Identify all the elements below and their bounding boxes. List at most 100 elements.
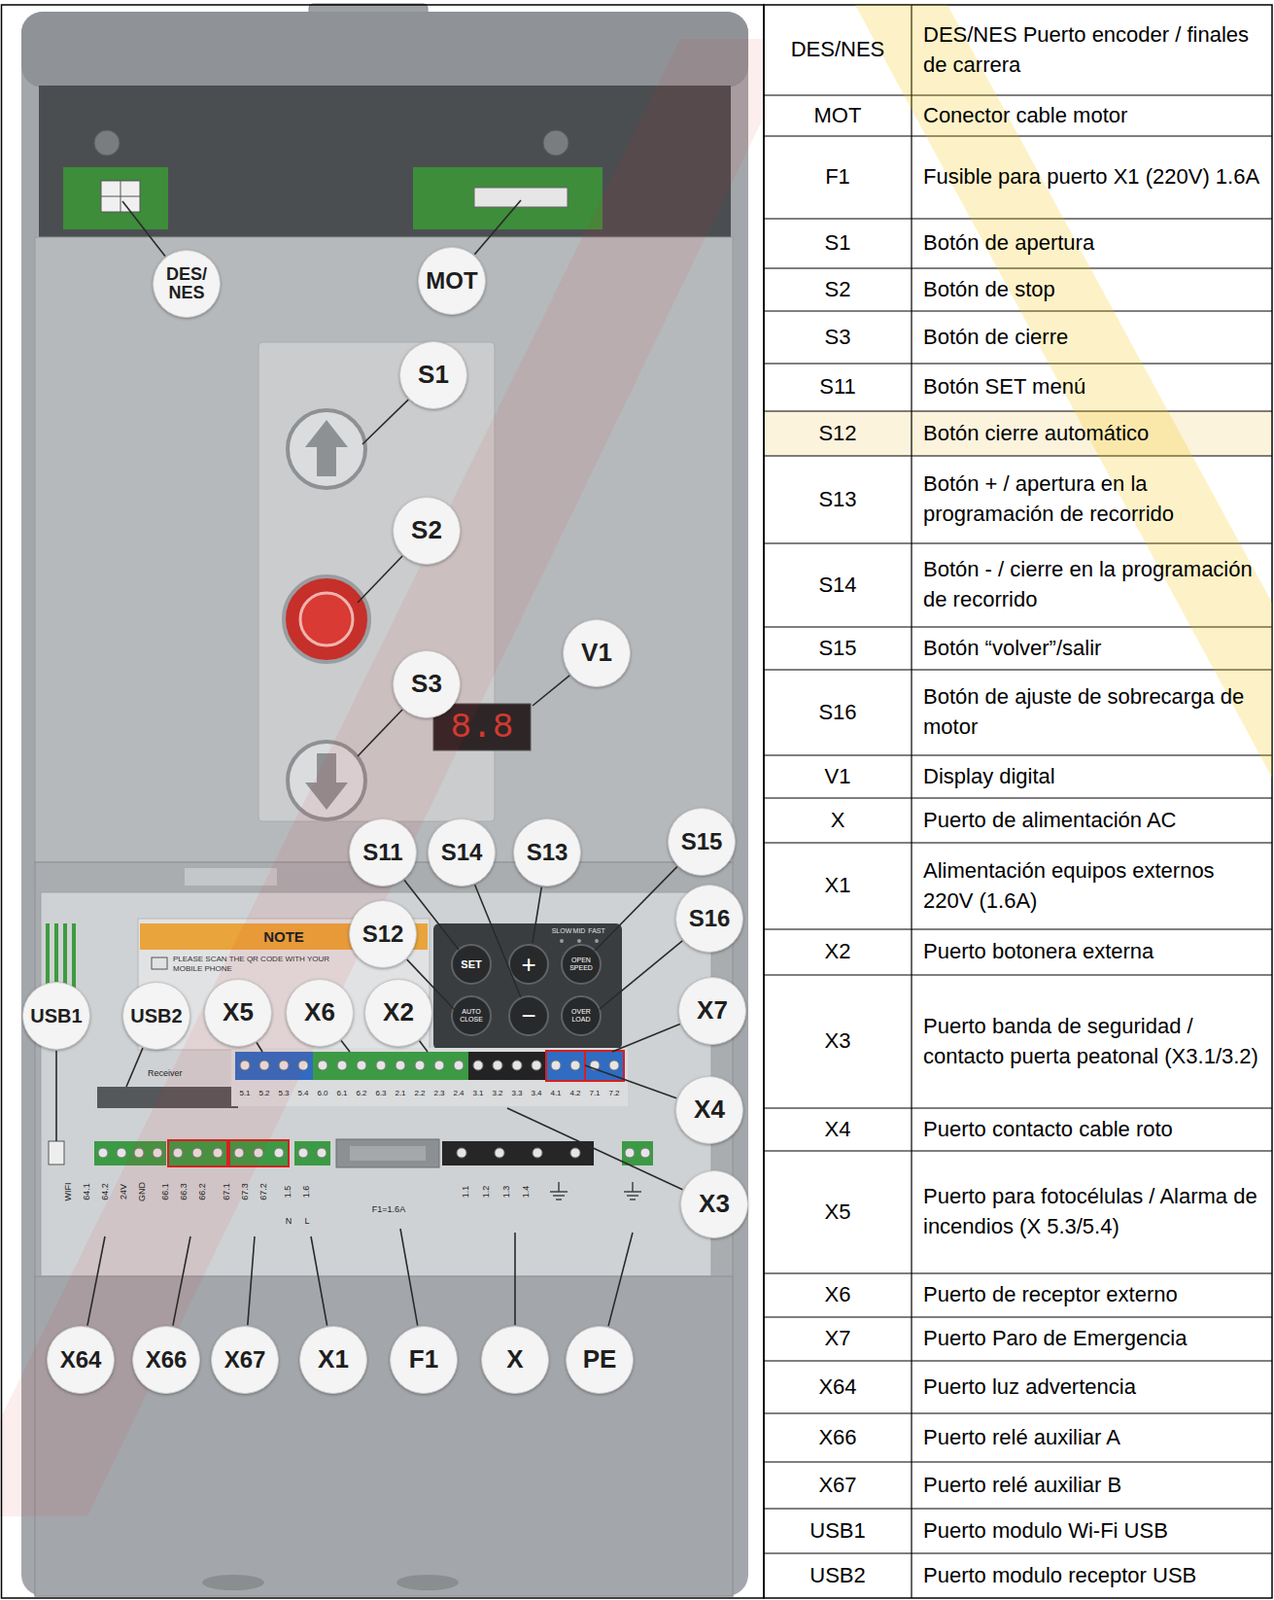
terminal-screw [624,1147,635,1158]
leader-line [357,709,403,757]
terminal-number: 4.1 [550,1088,561,1098]
terminal-screw [356,1060,367,1070]
terminal-number: 7.1 [588,1088,600,1098]
lid-rim [21,11,749,88]
motor-connector [474,187,568,207]
table-cell: S2 [763,268,912,311]
terminal-screw [298,1147,309,1158]
table-cell: DES/NES [763,4,912,96]
terminal-screw [456,1147,467,1158]
terminal-label: 66.3 [178,1182,189,1201]
callout-number: MOT [417,246,486,315]
table-cell: MOT [763,95,912,137]
table-cell: Puerto modulo Wi-Fi USB [911,1508,1273,1553]
callout-number: X7 [678,976,747,1045]
terminal-block [546,1051,586,1080]
leader-line [400,1228,418,1326]
leader-line [532,887,542,943]
terminal-screw [570,1060,581,1070]
table-cell: Puerto luz advertencia [911,1360,1273,1413]
table-cell: X4 [763,1107,912,1151]
screw [543,130,569,156]
keypad-button [451,944,491,984]
terminal-number: 7.2 [608,1088,620,1098]
terminal-number: 5.2 [258,1088,270,1098]
table-cell: V1 [763,755,912,798]
led [559,938,564,943]
leader-line [256,1042,263,1052]
led [577,938,582,943]
table-rule [763,668,1273,670]
terminal-number: 4.2 [569,1088,581,1098]
table-cell: S14 [763,543,912,627]
table-cell: Botón cierre automático [911,411,1273,456]
red-frame [546,1050,586,1081]
table-grid [763,4,1273,1598]
terminal-label: 66.2 [197,1182,207,1201]
sticker-title: NOTE [139,923,428,950]
callout-number: X5 [204,978,273,1047]
leader-line [122,201,166,257]
table-rule [910,4,912,1598]
callout-number: S11 [348,818,417,887]
fuse-holder [336,1138,440,1168]
module-label: Receiver [147,1067,216,1081]
leader-line [357,555,403,603]
terminal-label: 67.2 [258,1182,269,1201]
panel-frame [1,4,765,1598]
keypad-button [509,944,549,984]
callout-number: X1 [299,1325,368,1394]
terminal-number: 5.3 [277,1088,289,1098]
terminal-label: 64.1 [81,1182,92,1201]
callout-number: USB2 [122,981,191,1050]
table-cell: Puerto Paro de Emergencia [911,1316,1273,1361]
table-rule [763,1359,1273,1361]
table-cell: S15 [763,626,912,670]
ground-symbol [623,1181,642,1200]
table-cell: Puerto contacto cable roto [911,1107,1273,1151]
terminal-screw [609,1060,620,1070]
terminal-screw [531,1060,542,1070]
fuse [349,1145,426,1161]
callout-number: USB1 [22,981,91,1050]
table-cell: X67 [763,1461,912,1509]
terminal-screw [116,1147,127,1158]
terminal-screw [414,1060,425,1070]
terminal-label: GND [137,1181,147,1202]
open-button [287,410,366,488]
terminal-screw [337,1060,347,1070]
table-cell: Fusible para puerto X1 (220V) 1.6A [911,136,1273,219]
terminal-label: WIFI [63,1182,73,1202]
table-rule [763,94,1273,96]
callout-number: S1 [399,341,468,410]
callout-number: F1 [389,1325,458,1394]
callout-number: S3 [392,650,461,719]
terminal-number: 2.3 [433,1088,445,1098]
table-cell: Puerto relé auxiliar A [911,1412,1273,1462]
terminal-label: 66.1 [160,1182,171,1201]
callout-number: X64 [46,1325,115,1394]
table-cell: X [763,797,912,843]
terminal-label: 1.5 [282,1185,293,1199]
terminal-label: 1.2 [481,1185,491,1199]
table-rule [763,1551,1273,1553]
terminal-label: L [304,1215,310,1226]
terminal-screw [473,1060,483,1070]
table-cell: S11 [763,363,912,412]
terminal-number: 2.1 [394,1088,406,1098]
table-rule [763,362,1273,364]
leader-line [608,1232,633,1326]
terminal-block [585,1051,624,1080]
terminal-screw [550,1060,561,1070]
motor-board [413,167,603,230]
table-cell: Botón - / cierre en la programación de r… [911,543,1273,627]
leader-line [474,200,521,255]
terminal-block [468,1051,547,1080]
watermark [0,4,1273,1516]
terminal-block [312,1051,391,1080]
table-rule [763,454,1273,456]
sticker-note: PLEASE SCAN THE QR CODE WITH YOUR MOBILE… [172,954,339,978]
terminal-screw [274,1147,284,1158]
terminal-label: 24V [118,1183,129,1200]
table-rule [763,796,1273,798]
